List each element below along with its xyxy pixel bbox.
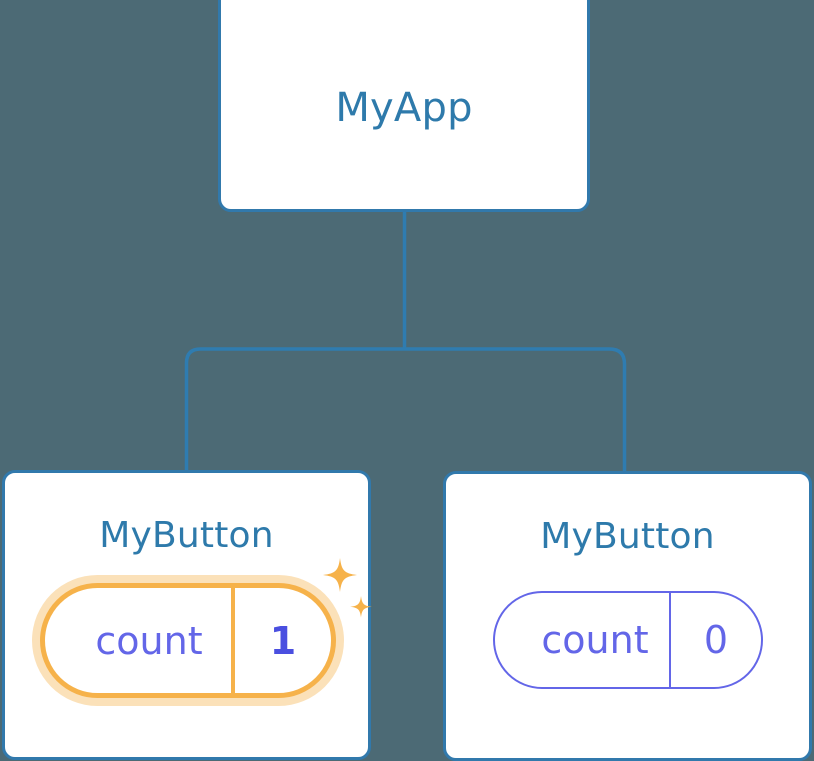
count-badge-right-value: 0 [703,618,729,662]
node-title-myapp: MyApp [335,85,473,131]
count-badge-right[interactable]: count 0 [493,591,763,689]
count-badge-right-label: count [495,593,671,687]
count-badge-left-label: count [45,588,235,693]
count-badge-left-value: 1 [269,618,297,663]
count-badge-left[interactable]: count 1 [40,583,336,698]
node-title-mybutton-left: MyButton [99,515,274,556]
node-title-mybutton-right: MyButton [540,516,715,557]
connector-branch-bus [184,347,627,477]
node-card-myapp[interactable]: MyApp [218,0,590,212]
